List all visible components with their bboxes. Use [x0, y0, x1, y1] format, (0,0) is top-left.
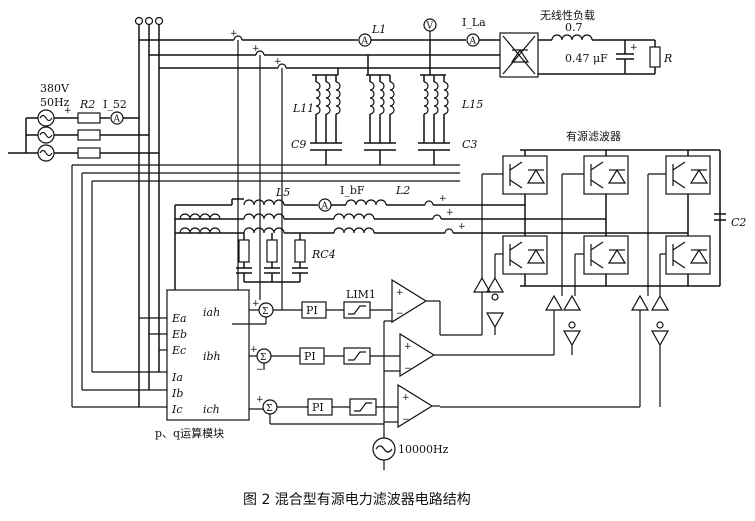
- input-eb: Eb: [171, 328, 187, 341]
- svg-text:Σ: Σ: [262, 307, 268, 317]
- svg-text:+: +: [402, 393, 410, 403]
- svg-text:PI: PI: [312, 401, 324, 414]
- label-rc4: RC4: [311, 248, 336, 261]
- svg-text:A: A: [113, 115, 121, 125]
- label-lim1: LIM1: [346, 288, 376, 301]
- label-l5: L5: [275, 186, 290, 199]
- resistor-icon: [649, 46, 661, 68]
- label-c9: C9: [291, 138, 306, 151]
- svg-text:−: −: [256, 365, 264, 375]
- resistor-icon: [294, 239, 306, 263]
- main-bus: + + + A L1 V A I_La: [139, 16, 500, 310]
- output-ich: ich: [203, 403, 220, 416]
- svg-text:+: +: [252, 299, 260, 309]
- passive-filters: L11 C9 L15: [291, 40, 483, 165]
- label-ila: I_La: [462, 16, 486, 29]
- input-ic: Ic: [171, 403, 183, 416]
- control-section: Ea Eb Ec Ia Ib Ic iah ibh ich p、q运算模块 Σ …: [72, 278, 449, 470]
- inductor-icon: [179, 213, 221, 220]
- comparator: [397, 383, 434, 429]
- svg-text:V: V: [426, 22, 434, 32]
- resistor-icon: [77, 112, 101, 159]
- active-filter-title: 有源滤波器: [566, 129, 621, 143]
- svg-text:+: +: [439, 194, 447, 204]
- comparator: [399, 332, 436, 378]
- top-terminals: [134, 16, 164, 407]
- svg-text:−: −: [404, 364, 412, 374]
- label-l1: L1: [371, 23, 386, 36]
- svg-text:−: −: [402, 415, 410, 425]
- svg-text:A: A: [469, 37, 477, 47]
- svg-text:Σ: Σ: [260, 353, 266, 363]
- label-ibf: I_bF: [340, 184, 365, 197]
- active-filter: 有源滤波器 C2: [440, 129, 746, 408]
- inductor-icon: [423, 81, 429, 115]
- voltmeter-icon: V: [423, 18, 437, 40]
- pq-module: [166, 289, 250, 421]
- load-capacitance: 0.47 μF: [565, 52, 608, 65]
- load-inductance: 0.7: [565, 21, 583, 34]
- label-r2: R2: [79, 98, 95, 111]
- label-c2: C2: [731, 216, 746, 229]
- resistor-icon: [266, 239, 278, 263]
- label-c3: C3: [462, 138, 477, 151]
- load-resistor: R: [663, 52, 672, 65]
- svg-text:Σ: Σ: [266, 404, 272, 414]
- svg-text:+: +: [458, 222, 466, 232]
- inductor-icon: [345, 199, 387, 206]
- svg-text:+: +: [396, 288, 404, 298]
- figure-caption: 图 2 混合型有源电力滤波器电路结构: [243, 492, 471, 508]
- svg-text:+: +: [230, 29, 238, 39]
- label-l2: L2: [395, 184, 410, 197]
- input-ia: Ia: [171, 371, 183, 384]
- svg-text:+: +: [630, 43, 638, 53]
- ammeter-icon: A: [358, 33, 372, 47]
- filter-feeder: L5 A I_bF L2 + + +: [71, 164, 645, 407]
- label-i52: I_52: [103, 98, 127, 111]
- carrier-frequency: 10000Hz: [398, 443, 449, 456]
- ammeter-icon: A: [466, 33, 480, 47]
- svg-text:+: +: [446, 208, 454, 218]
- svg-text:+: +: [250, 345, 258, 355]
- ammeter-icon: A: [318, 198, 332, 212]
- source-frequency: 50Hz: [40, 96, 70, 109]
- svg-text:+: +: [252, 44, 260, 54]
- svg-text:A: A: [321, 202, 329, 212]
- label-l15: L15: [461, 98, 483, 111]
- nonlinear-load: 无线性负载 0.7 + 0.47 μF R: [499, 8, 672, 78]
- svg-text:−: −: [396, 309, 404, 319]
- output-iah: iah: [203, 306, 220, 319]
- svg-text:PI: PI: [304, 350, 316, 363]
- comparator: [391, 278, 428, 324]
- inductor-icon: [315, 81, 321, 115]
- input-ec: Ec: [171, 344, 186, 357]
- ac-source-icon: [37, 109, 55, 162]
- inductor-icon: [551, 34, 593, 41]
- inductor-icon: [369, 81, 375, 115]
- resistor-icon: [238, 239, 250, 263]
- svg-text:+: +: [404, 342, 412, 352]
- input-ea: Ea: [171, 312, 187, 325]
- svg-text:PI: PI: [306, 304, 318, 317]
- svg-text:A: A: [361, 37, 369, 47]
- output-ibh: ibh: [203, 350, 221, 363]
- module-label: p、q运算模块: [155, 426, 224, 440]
- input-ib: Ib: [171, 387, 183, 400]
- svg-text:+: +: [64, 106, 72, 116]
- load-title: 无线性负载: [540, 8, 595, 22]
- svg-text:+: +: [274, 57, 282, 67]
- svg-text:+: +: [256, 395, 264, 405]
- ammeter-icon: A: [110, 111, 124, 125]
- igbt-bridge: [502, 155, 711, 275]
- source-section: 380V 50Hz + R2 A I_52: [8, 82, 159, 162]
- source-voltage: 380V: [40, 82, 70, 95]
- label-l11: L11: [292, 102, 314, 115]
